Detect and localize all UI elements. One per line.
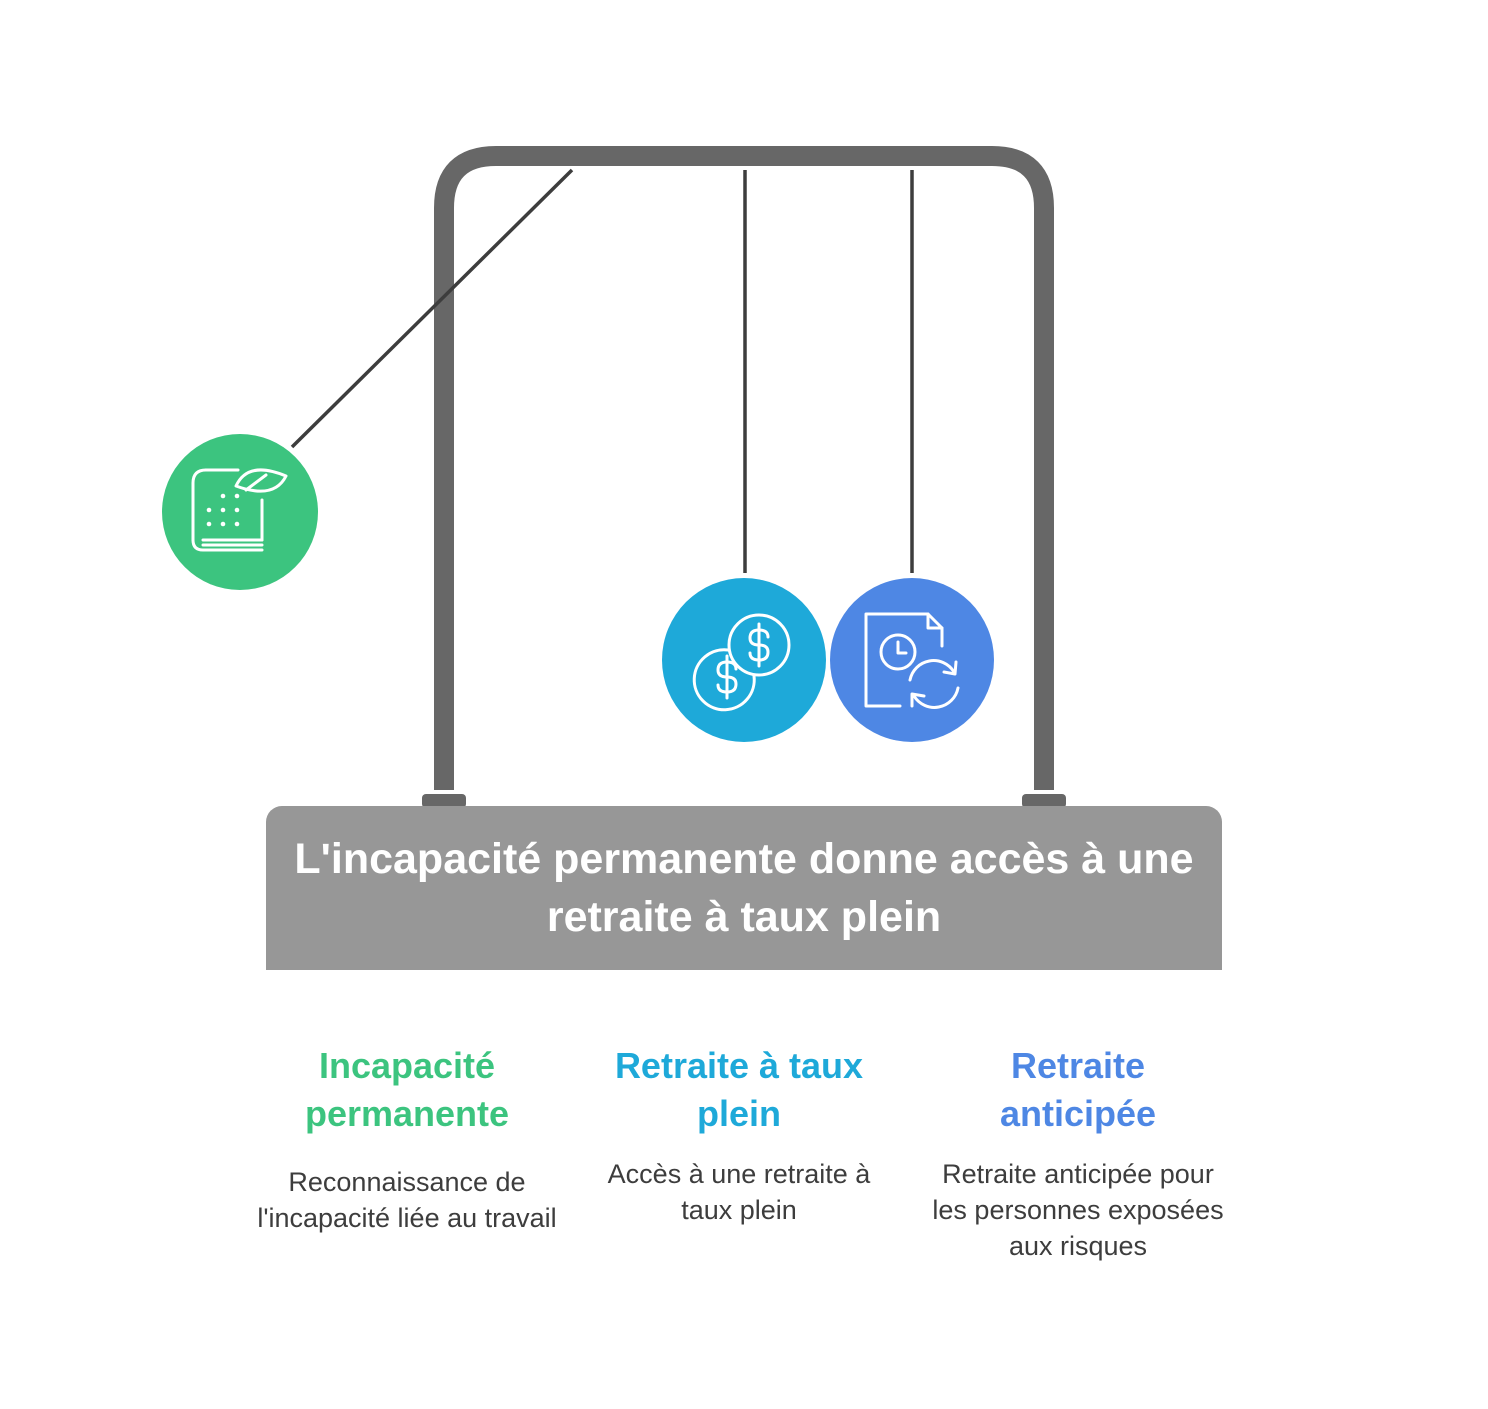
coins-dollar-icon [692, 613, 791, 712]
column-description: Retraite anticipée pour les personnes ex… [932, 1159, 1224, 1261]
column-retraite-anticipee: Retraite anticipée Retraite anticipée po… [928, 1042, 1228, 1264]
title-banner: L'incapacité permanente donne accès à un… [266, 806, 1222, 970]
cradle-foot-left [422, 794, 466, 808]
column-description: Reconnaissance de l'incapacité liée au t… [257, 1167, 557, 1233]
pendulum-ball-1 [162, 434, 318, 590]
book-dots [206, 493, 240, 527]
banner-title: L'incapacité permanente donne accès à un… [294, 835, 1194, 941]
column-title: Retraite anticipée [999, 1045, 1157, 1134]
pendulum-string-1 [290, 168, 574, 449]
cradle-frame [434, 146, 1054, 790]
cradle-foot-right [1022, 794, 1066, 808]
column-incapacite: Incapacité permanente Reconnaissance de … [257, 1042, 557, 1236]
column-description: Accès à une retraite à taux plein [607, 1159, 871, 1225]
column-retraite-taux-plein: Retraite à taux plein Accès à une retrai… [589, 1042, 889, 1228]
document-clock-refresh-icon [864, 612, 960, 709]
column-title: Incapacité permanente [304, 1045, 510, 1134]
pendulum-ball-2 [662, 578, 826, 742]
book-leaf-icon [191, 468, 288, 552]
column-title: Retraite à taux plein [614, 1045, 864, 1134]
